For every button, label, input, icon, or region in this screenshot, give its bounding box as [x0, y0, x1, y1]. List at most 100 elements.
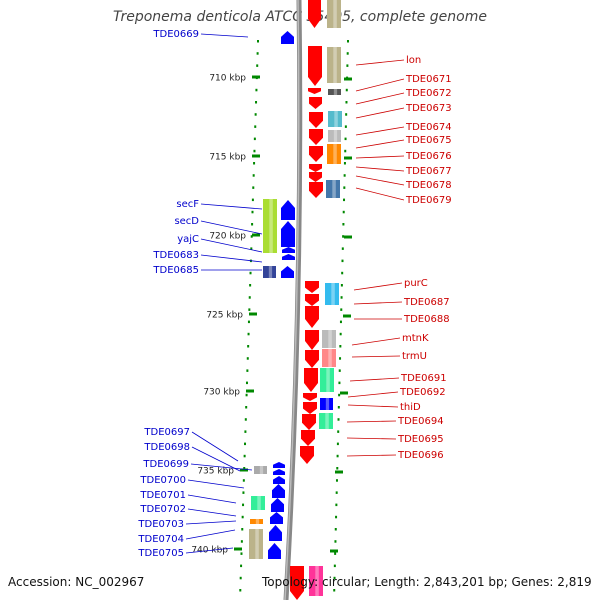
right-gene-label: TDE0687: [353, 297, 450, 308]
right-gene-label: TDE0691: [349, 373, 447, 384]
left-dot: [255, 88, 258, 92]
left-gene-labels: TDE0669secFsecDyajCTDE0683TDE0685TDE0697…: [137, 29, 263, 559]
feature-bar: [320, 368, 334, 392]
right-dot: [342, 223, 345, 226]
right-gene-name: trmU: [402, 351, 427, 362]
right-gene-label: TDE0673: [355, 103, 452, 119]
right-gene-name: TDE0695: [397, 434, 444, 445]
feature-bar-shine: [334, 111, 338, 127]
right-dot: [344, 125, 347, 128]
feature-bar-fill: [320, 368, 334, 392]
left-dot: [244, 418, 247, 421]
reverse-gene-arrow: [281, 200, 295, 220]
forward-gene-arrow: [309, 164, 322, 172]
right-gene-label: TDE0679: [355, 187, 452, 206]
left-gene-name: TDE0698: [143, 442, 190, 453]
forward-gene-arrow: [309, 182, 323, 198]
left-dot: [254, 113, 257, 116]
accession-label: Accession: NC_002967: [8, 575, 145, 589]
scale-tick-label: 715 kbp: [209, 153, 246, 163]
forward-gene-arrow: [301, 430, 315, 446]
leader-line: [200, 203, 263, 210]
leader-line: [355, 139, 405, 149]
right-dot: [336, 454, 339, 458]
left-dot: [252, 186, 255, 189]
left-dot: [255, 101, 258, 104]
feature-bar-shine: [255, 519, 260, 524]
reverse-gene-arrow: [281, 221, 295, 247]
right-dot: [334, 528, 337, 531]
left-gene-name: TDE0699: [142, 459, 189, 470]
left-dot: [253, 137, 256, 141]
left-gene-name: TDE0700: [139, 475, 186, 486]
right-dot: [335, 491, 338, 494]
leader-line: [346, 454, 397, 457]
right-gene-label: TDE0674: [355, 122, 452, 136]
left-dot: [248, 296, 251, 299]
left-gene-label: TDE0699: [142, 459, 253, 471]
right-dot: [344, 149, 347, 153]
reverse-gene-arrow: [273, 476, 285, 484]
forward-gene-arrow: [309, 172, 322, 182]
right-gene-label: TDE0678: [355, 175, 452, 191]
left-dot: [251, 223, 254, 226]
right-dot: [338, 381, 341, 385]
feature-bar-fill: [254, 466, 267, 474]
left-gene-label: yajC: [177, 234, 263, 253]
right-dot: [333, 564, 336, 568]
right-dot: [335, 479, 338, 482]
feature-bar: [249, 529, 263, 559]
scale-tick-label: 735 kbp: [197, 467, 234, 477]
leader-line: [190, 463, 253, 471]
left-gene-name: TDE0669: [152, 29, 199, 40]
left-dot: [242, 503, 245, 507]
leader-line: [347, 404, 399, 408]
right-gene-label: TDE0694: [346, 416, 444, 427]
right-gene-label: TDE0692: [347, 387, 446, 398]
feature-bar-shine: [333, 130, 338, 142]
leader-line: [353, 282, 403, 291]
feature-bar-shine: [333, 144, 337, 164]
forward-gene-arrow: [304, 368, 318, 392]
feature-bar: [322, 349, 336, 367]
right-gene-label: TDE0675: [355, 135, 452, 149]
feature-bar-fill: [322, 330, 336, 348]
feature-bar-fill: [328, 130, 341, 142]
leader-line: [187, 508, 237, 517]
forward-gene-arrow: [305, 294, 319, 306]
right-gene-label: TDE0695: [346, 434, 444, 445]
feature-bar: [319, 413, 333, 429]
feature-bar-shine: [269, 199, 273, 253]
feature-bar-shine: [326, 368, 330, 392]
feature-bar-fill: [326, 180, 340, 198]
feature-bar-fill: [249, 529, 263, 559]
right-gene-name: TDE0687: [403, 297, 450, 308]
right-dot: [343, 162, 346, 165]
left-dot: [239, 576, 242, 580]
reverse-gene-arrow: [281, 266, 294, 278]
left-dot: [250, 247, 253, 250]
left-dot: [245, 393, 248, 397]
right-dot: [338, 393, 341, 397]
left-gene-label: TDE0697: [143, 427, 239, 462]
left-dot: [248, 308, 251, 311]
reverse-gene-arrow: [273, 469, 285, 475]
leader-line: [200, 33, 249, 38]
leader-line: [355, 175, 405, 186]
feature-bar: [327, 47, 341, 83]
left-dot: [253, 149, 256, 153]
right-gene-label: TDE0671: [355, 74, 452, 92]
right-gene-label: TDE0677: [355, 166, 452, 177]
left-gene-label: TDE0685: [152, 265, 262, 276]
feature-bar-fill: [319, 413, 333, 429]
right-gene-label: mtnK: [351, 333, 429, 346]
feature-bar-shine: [328, 349, 332, 367]
feature-bar-fill: [327, 47, 341, 83]
feature-bar: [328, 130, 341, 142]
left-dot: [249, 284, 252, 287]
genome-stats: Topology: circular; Length: 2,843,201 bp…: [262, 575, 592, 589]
feature-bar: [320, 398, 333, 410]
left-gene-label: TDE0683: [152, 250, 263, 263]
feature-bar-fill: [327, 0, 341, 28]
right-dot: [341, 247, 344, 250]
